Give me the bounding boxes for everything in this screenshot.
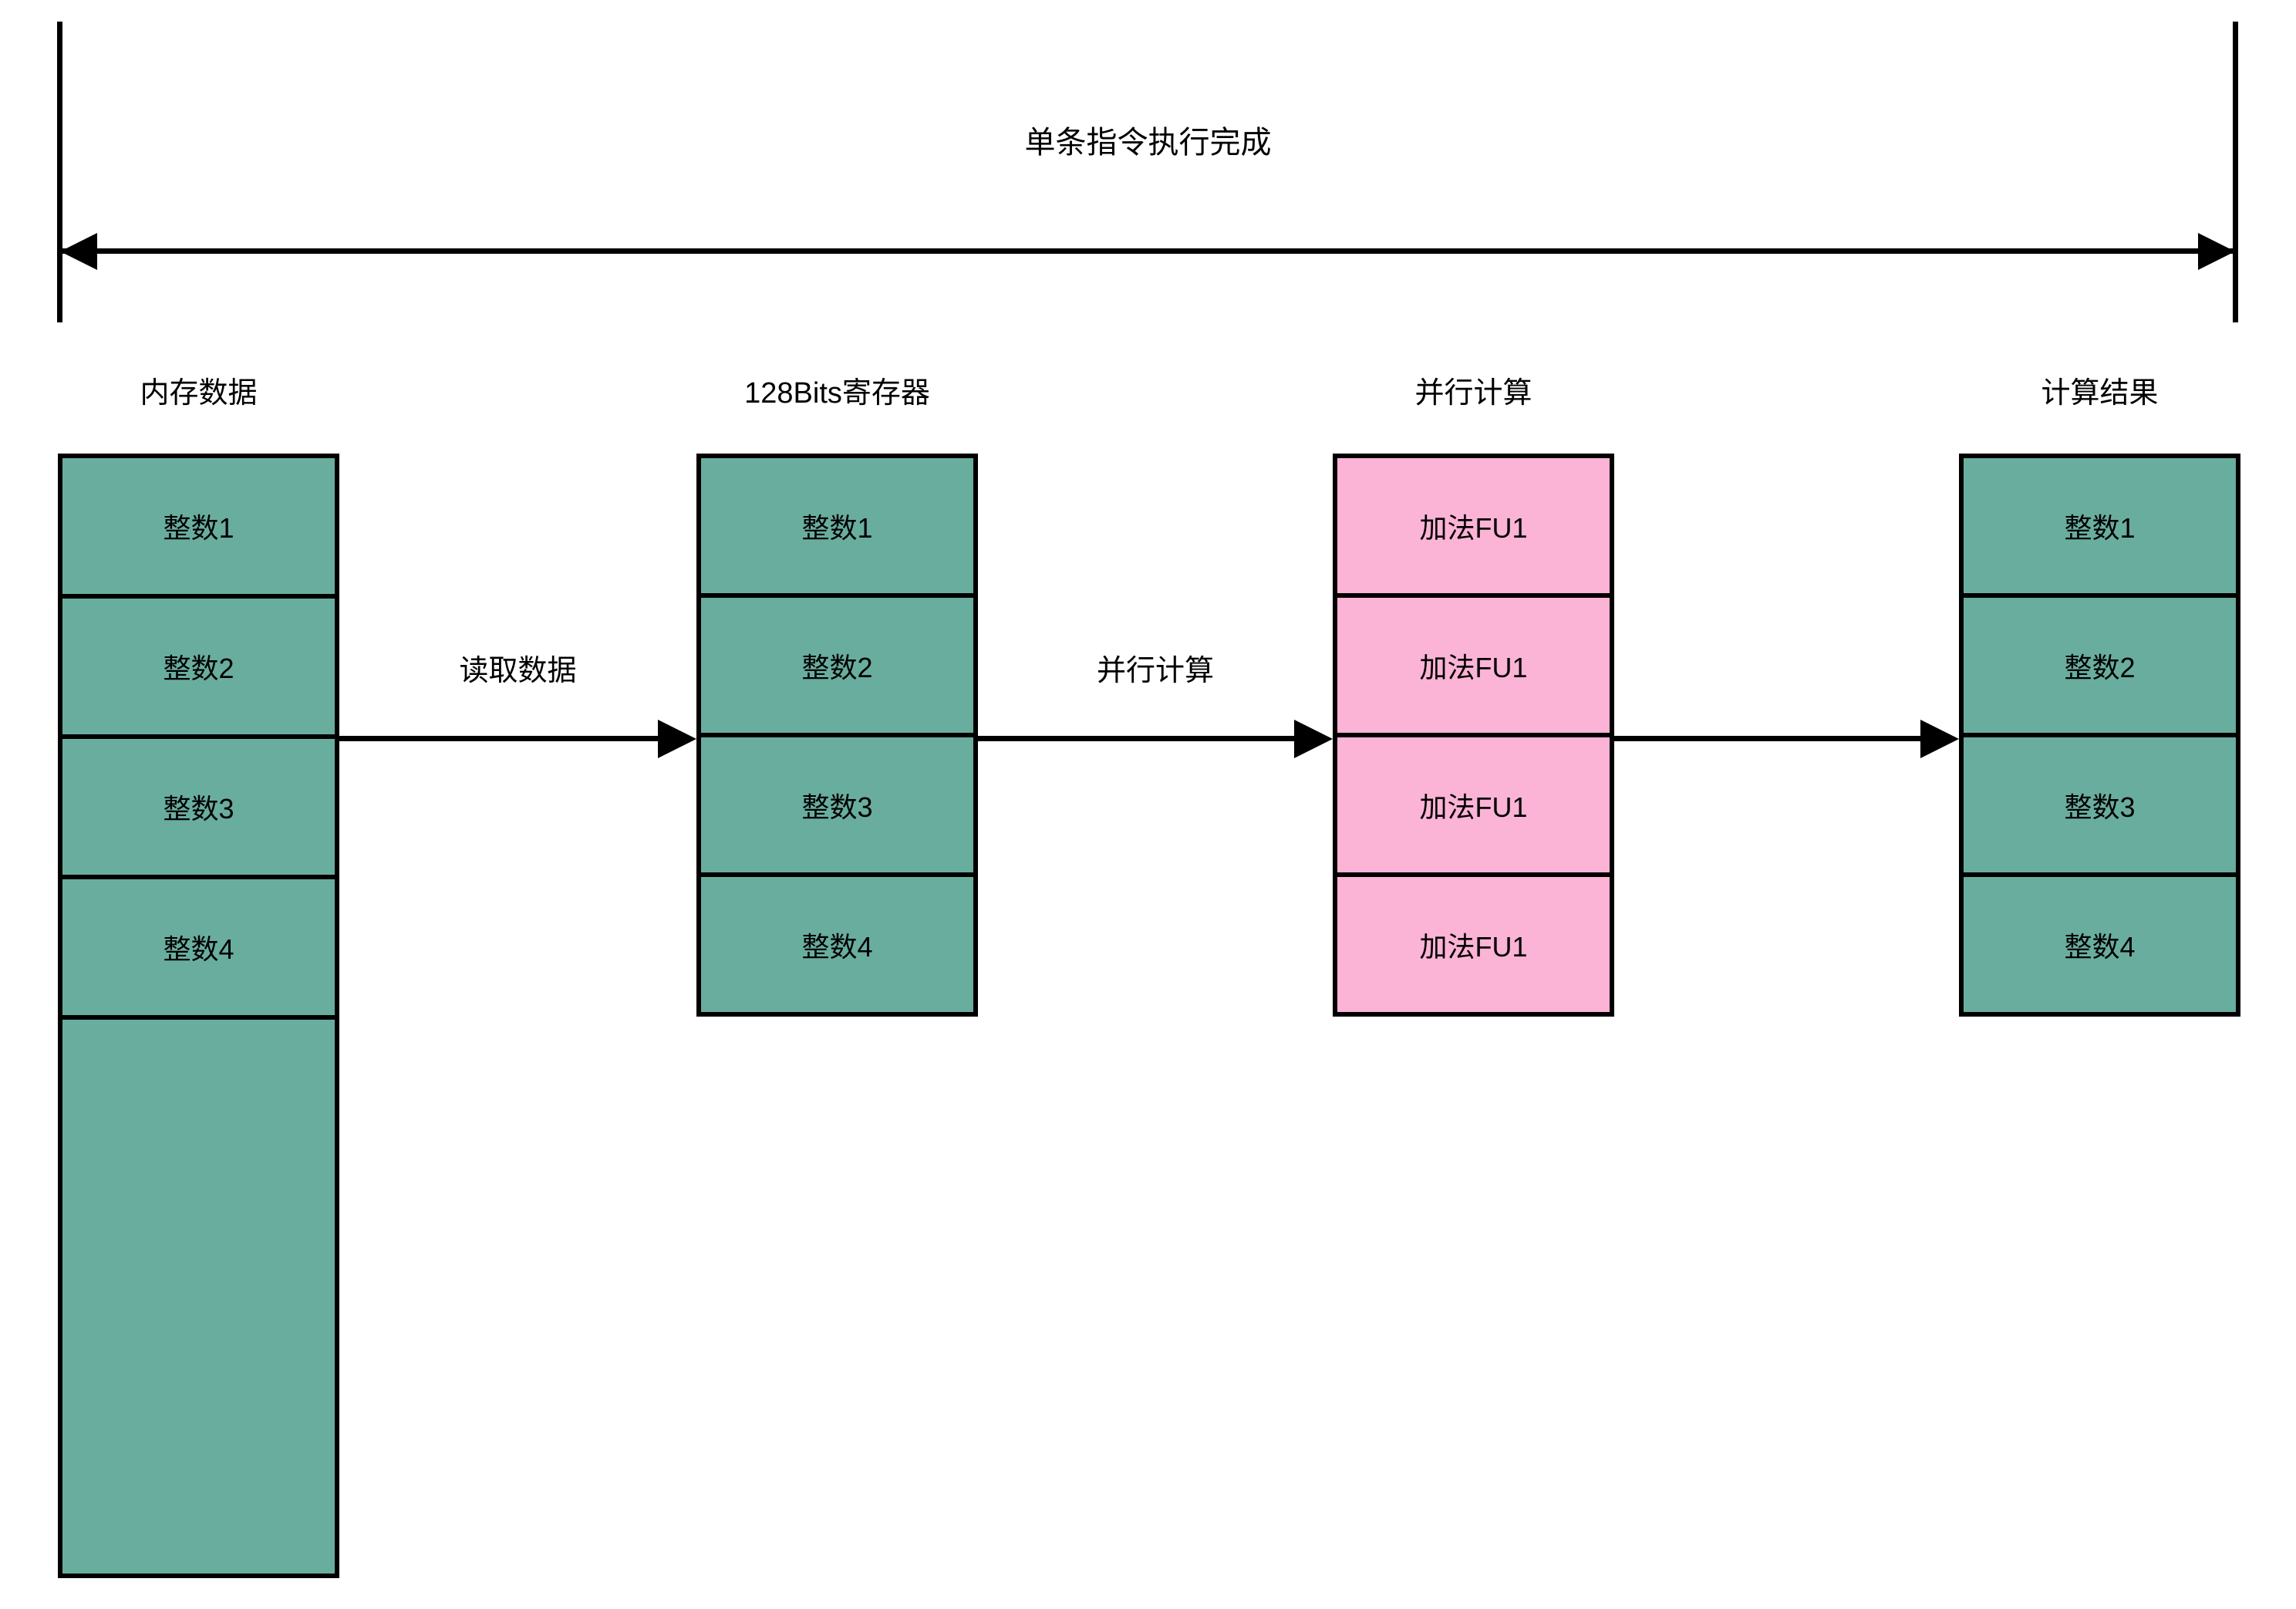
table-row: 整数1 <box>62 458 335 599</box>
span-line <box>60 248 2235 254</box>
flow-arrow-2-label: 并行计算 <box>1096 655 1214 687</box>
stack-memory-data: 整数1 整数2 整数3 整数4 <box>58 454 339 1578</box>
span-label: 单条指令执行完成 <box>1024 126 1272 160</box>
column-header-register: 128Bits寄存器 <box>744 377 930 410</box>
table-row: 加法FU1 <box>1337 737 1610 877</box>
flow-arrow-3-head-icon <box>1920 720 1959 758</box>
flow-arrow-1-line <box>339 736 658 741</box>
table-row: 整数1 <box>701 458 973 598</box>
table-row: 整数2 <box>701 598 973 737</box>
table-row: 整数4 <box>701 877 973 1012</box>
table-row: 整数1 <box>1964 458 2236 598</box>
table-row: 整数3 <box>62 739 335 879</box>
table-row: 整数4 <box>62 879 335 1020</box>
flow-arrow-1-head-icon <box>658 720 696 758</box>
span-left-end-bar <box>57 22 62 322</box>
span-arrowhead-right-icon <box>2198 233 2235 270</box>
stack-compute-result: 整数1 整数2 整数3 整数4 <box>1959 454 2240 1017</box>
column-header-result: 计算结果 <box>2041 377 2159 410</box>
table-row: 加法FU1 <box>1337 877 1610 1012</box>
stack-128bits-register: 整数1 整数2 整数3 整数4 <box>696 454 978 1017</box>
table-row: 整数4 <box>1964 877 2236 1012</box>
table-row: 加法FU1 <box>1337 598 1610 737</box>
table-row: 整数2 <box>62 599 335 739</box>
flow-arrow-2-head-icon <box>1294 720 1333 758</box>
stack-parallel-compute-units: 加法FU1 加法FU1 加法FU1 加法FU1 <box>1333 454 1614 1017</box>
table-row: 整数3 <box>1964 737 2236 877</box>
span-right-end-bar <box>2233 22 2238 322</box>
column-header-parallel-compute: 并行计算 <box>1414 377 1532 410</box>
table-row: 整数3 <box>701 737 973 877</box>
flow-arrow-3-line <box>1614 736 1920 741</box>
flow-arrow-2-line <box>978 736 1294 741</box>
column-header-memory: 内存数据 <box>140 377 258 410</box>
span-arrowhead-left-icon <box>60 233 97 270</box>
table-row: 整数2 <box>1964 598 2236 737</box>
table-row: 加法FU1 <box>1337 458 1610 598</box>
flow-arrow-1-label: 读取数据 <box>459 655 577 687</box>
table-row <box>62 1020 335 1574</box>
